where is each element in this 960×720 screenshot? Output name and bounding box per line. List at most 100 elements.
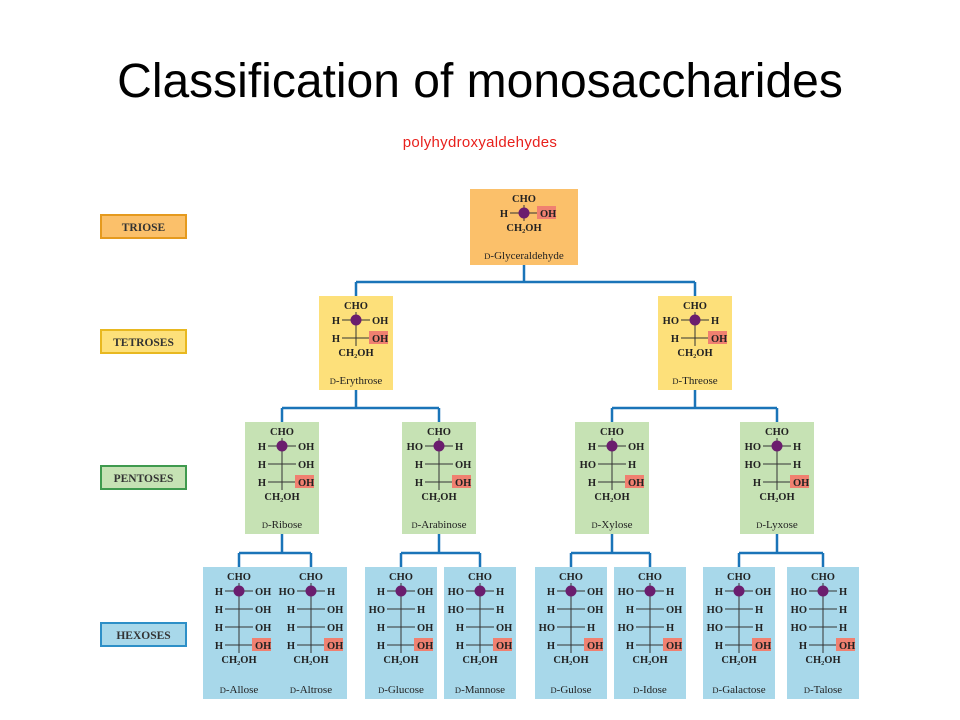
chiral-center-dot <box>817 585 829 597</box>
right-group: OH <box>417 623 433 634</box>
left-group: H <box>500 209 508 220</box>
right-group: OH <box>628 442 644 453</box>
right-group: H <box>755 605 763 616</box>
sugar-name: D-Erythrose <box>330 375 383 387</box>
formula-bottom: CH₂OH <box>221 655 256 666</box>
left-group: H <box>588 478 596 489</box>
sugar-name: D-Threose <box>672 375 717 387</box>
formula-top: CHO <box>227 572 251 583</box>
level-label-text: TRIOSE <box>122 222 166 234</box>
sugar-name-text: -Glucose <box>384 684 424 696</box>
left-group: H <box>415 478 423 489</box>
right-group: OH <box>298 478 314 489</box>
oh-highlight <box>414 638 433 651</box>
sugar-name-prefix: D <box>455 685 461 695</box>
left-group: HO <box>707 623 723 634</box>
oh-highlight <box>790 475 809 488</box>
sugar-name-text: -Threose <box>679 375 718 387</box>
connector-ribose <box>237 534 313 567</box>
formula-bottom: CH₂OH <box>264 492 299 503</box>
sugar-name-prefix: D <box>484 251 490 261</box>
left-group: H <box>377 641 385 652</box>
sugar-name: D-Gulose <box>551 684 592 696</box>
right-group: H <box>839 605 847 616</box>
left-group: H <box>215 623 223 634</box>
oh-highlight <box>295 475 314 488</box>
left-group: HO <box>539 623 555 634</box>
right-group: OH <box>327 641 343 652</box>
oh-highlight <box>752 638 771 651</box>
left-group: H <box>547 587 555 598</box>
level-label-text: HEXOSES <box>116 630 170 642</box>
right-group: H <box>839 587 847 598</box>
right-group: OH <box>755 587 771 598</box>
sugar-name: D-Talose <box>804 684 842 696</box>
formula-top: CHO <box>299 572 323 583</box>
right-group: H <box>666 587 674 598</box>
connector-glyceraldehyde <box>354 265 697 296</box>
sugar-name-prefix: D <box>220 685 226 695</box>
sugar-name-text: -Arabinose <box>418 519 467 531</box>
left-group: H <box>547 641 555 652</box>
level-label-pentose: PENTOSES <box>100 465 187 490</box>
right-group: OH <box>666 605 682 616</box>
oh-highlight <box>708 331 727 344</box>
sugar-name: D-Allose <box>220 684 259 696</box>
formula-top: CHO <box>559 572 583 583</box>
sugar-name: D-Galactose <box>712 684 765 696</box>
formula-top: CHO <box>727 572 751 583</box>
left-group: H <box>799 641 807 652</box>
formula-bottom: CH₂OH <box>383 655 418 666</box>
left-group: HO <box>279 587 295 598</box>
right-group: H <box>755 623 763 634</box>
right-group: H <box>628 460 636 471</box>
sugar-name-prefix: D <box>592 520 598 530</box>
sugar-name-text: -Mannose <box>461 684 505 696</box>
formula-bottom: CH₂OH <box>462 655 497 666</box>
level-label-box <box>100 214 187 239</box>
right-group: OH <box>417 587 433 598</box>
right-group: H <box>793 460 801 471</box>
sugar-name-prefix: D <box>712 685 718 695</box>
left-group: HO <box>618 623 634 634</box>
left-group: H <box>287 641 295 652</box>
right-group: H <box>417 605 425 616</box>
oh-highlight <box>324 638 343 651</box>
sugar-name: D-Glucose <box>378 684 424 696</box>
sugar-name-prefix: D <box>756 520 762 530</box>
left-group: HO <box>791 587 807 598</box>
sugar-box <box>470 189 578 265</box>
right-group: OH <box>587 641 603 652</box>
connector-xylose <box>569 534 652 567</box>
chiral-center-dot <box>305 585 317 597</box>
sugar-name: D-Idose <box>633 684 667 696</box>
oh-highlight <box>836 638 855 651</box>
right-group: OH <box>628 478 644 489</box>
formula-top: CHO <box>638 572 662 583</box>
chiral-center-dot <box>733 585 745 597</box>
formula-bottom: CH₂OH <box>759 492 794 503</box>
left-group: HO <box>407 442 423 453</box>
sugar-name-prefix: D <box>378 685 384 695</box>
chiral-center-dot <box>771 440 783 452</box>
level-label-text: PENTOSES <box>114 473 174 485</box>
right-group: OH <box>298 442 314 453</box>
left-group: HO <box>663 316 679 327</box>
left-group: H <box>377 587 385 598</box>
chiral-center-dot <box>518 207 530 219</box>
left-group: H <box>258 478 266 489</box>
level-label-hexose: HEXOSES <box>100 622 187 647</box>
sugar-name-text: -Idose <box>639 684 667 696</box>
oh-highlight <box>537 206 556 219</box>
formula-top: CHO <box>389 572 413 583</box>
left-group: H <box>547 605 555 616</box>
chiral-center-dot <box>689 314 701 326</box>
sugar-name-prefix: D <box>330 376 336 386</box>
oh-highlight <box>663 638 682 651</box>
